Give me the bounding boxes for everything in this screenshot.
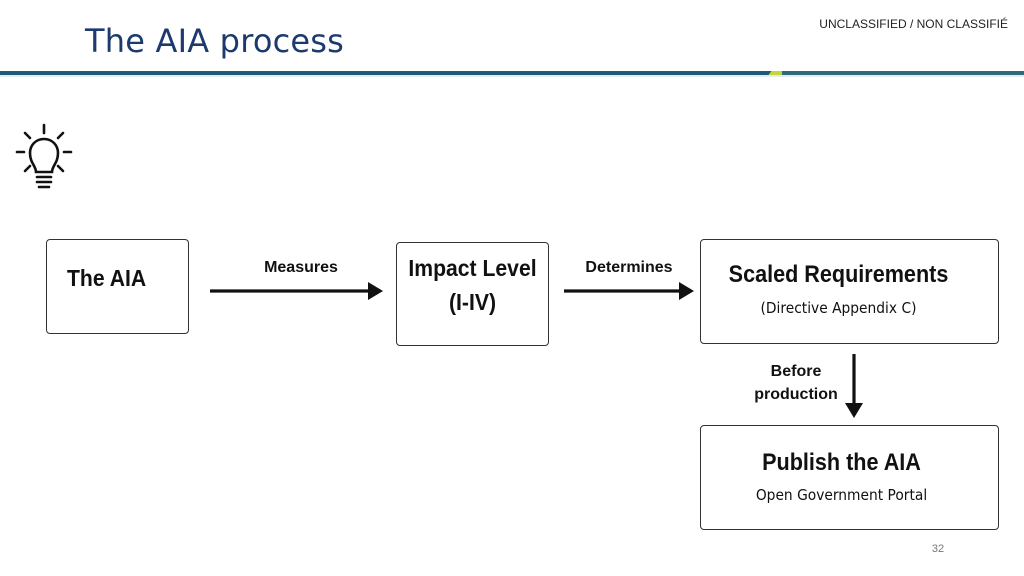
arrow-measures: [210, 282, 383, 300]
node-publish-the-aia: Publish the AIA Open Government Portal: [700, 425, 999, 530]
classification-label: UNCLASSIFIED / NON CLASSIFIÉ: [819, 17, 1008, 31]
node-publish-sublabel: Open Government Portal: [755, 486, 928, 504]
node-the-aia: The AIA: [46, 239, 189, 334]
node-scaled-requirements-label: Scaled Requirements: [728, 261, 949, 288]
header-divider: [0, 71, 1024, 77]
edge-label-measures: Measures: [264, 259, 338, 276]
edge-label-before-production: Before production: [754, 363, 838, 403]
arrow-determines: [564, 282, 694, 300]
node-impact-level: Impact Level (I-IV): [396, 242, 549, 346]
lightbulb-icon: [15, 123, 73, 189]
page-title: The AIA process: [85, 22, 345, 60]
node-scaled-requirements: Scaled Requirements (Directive Appendix …: [700, 239, 999, 344]
node-scaled-requirements-sublabel: (Directive Appendix C): [760, 299, 917, 317]
node-the-aia-label: The AIA: [67, 265, 147, 291]
edge-label-determines: Determines: [585, 259, 673, 276]
node-publish-label: Publish the AIA: [762, 449, 921, 476]
page-number: 32: [931, 543, 945, 555]
node-impact-level-label: Impact Level (I-IV): [408, 255, 537, 315]
